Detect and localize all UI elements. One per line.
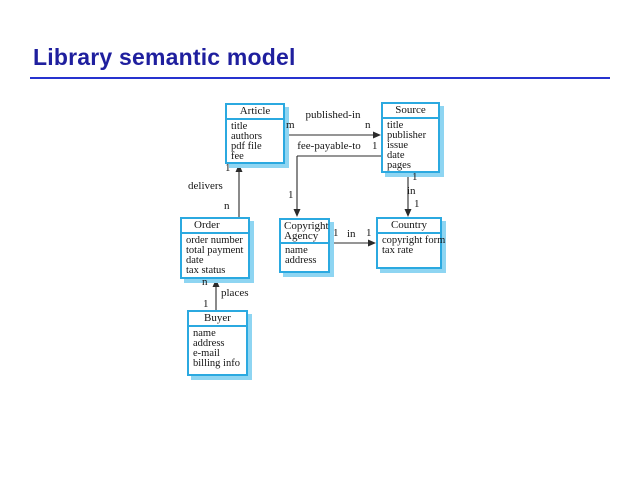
arrowhead-delivers — [235, 164, 243, 172]
title-underline — [30, 77, 610, 79]
entity-box-country: Country copyright form tax rate — [376, 217, 446, 269]
entity-attributes: name address — [281, 244, 328, 266]
entity-attribute: billing info — [193, 358, 240, 369]
cardinality-delivers-order-side: n — [224, 200, 230, 212]
entity-attributes: name address e-mail billing info — [189, 327, 246, 369]
arrowhead-in-agency-country — [368, 239, 376, 247]
relationship-label-in-agency-country: in — [347, 228, 356, 240]
entity-attribute: tax status — [186, 265, 226, 276]
entity-attribute: tax rate — [382, 245, 414, 256]
cardinality-places-order-side: n — [202, 276, 208, 288]
entity-attribute: name — [193, 328, 216, 339]
cardinality-in-agency-side: 1 — [333, 227, 339, 239]
entity-box-order: Order order number total payment date ta… — [180, 217, 250, 279]
cardinality-published-in-article-side: m — [286, 119, 295, 131]
entity-attribute: address — [193, 338, 225, 349]
slide-title: Library semantic model — [33, 44, 296, 70]
entity-attribute: pages — [387, 160, 411, 171]
entity-attribute: date — [387, 150, 405, 161]
entity-header: Article — [227, 105, 283, 120]
entity-box-article: Article title authors pdf file fee — [225, 103, 285, 164]
entity-attribute: issue — [387, 140, 408, 151]
entity-attribute: authors — [231, 131, 262, 142]
entity-attribute: title — [231, 121, 248, 132]
cardinality-fee-payable-to-agency-side: 1 — [288, 189, 294, 201]
entity-box-copyright-agency: Copyright Agency name address — [279, 218, 330, 273]
cardinality-places-buyer-side: 1 — [203, 298, 209, 310]
entity-header: Copyright Agency — [281, 220, 329, 244]
cardinality-in-country-side: 1 — [366, 227, 372, 239]
entity-attributes: title publisher issue date pages — [383, 119, 438, 171]
entity-attribute: copyright form — [382, 235, 446, 246]
relationship-label-published-in: published-in — [305, 109, 361, 121]
entity-attribute: pdf file — [231, 141, 262, 152]
entity-attribute: date — [186, 255, 204, 266]
entity-attribute: publisher — [387, 130, 427, 141]
entity-attributes: title authors pdf file fee — [227, 120, 283, 162]
cardinality-published-in-source-side: n — [365, 119, 371, 131]
entity-header: Buyer — [189, 312, 246, 327]
arrowhead-fee-payable-to — [293, 209, 301, 217]
entity-attribute: title — [387, 120, 404, 131]
entity-attribute: name — [285, 245, 308, 256]
entity-attributes: order number total payment date tax stat… — [182, 234, 248, 276]
relationship-label-fee-payable-to: fee-payable-to — [297, 140, 361, 152]
relationship-label-places: places — [221, 287, 249, 299]
cardinality-in-country-side-2: 1 — [414, 198, 420, 210]
entity-box-buyer: Buyer name address e-mail billing info — [187, 310, 248, 376]
entity-header: Source — [383, 104, 438, 119]
entity-attribute: total payment — [186, 245, 244, 256]
cardinality-delivers-article-side: 1 — [225, 162, 231, 174]
entity-header: Order — [182, 219, 248, 234]
entity-attribute: order number — [186, 235, 243, 246]
relationship-label-in-source-country: in — [407, 185, 416, 197]
entity-attributes: copyright form tax rate — [378, 234, 446, 256]
entity-box-source: Source title publisher issue date pages — [381, 102, 440, 173]
cardinality-fee-payable-to-source-side: 1 — [372, 140, 378, 152]
entity-attribute: e-mail — [193, 348, 220, 359]
entity-header: Country — [378, 219, 440, 234]
cardinality-in-source-side: 1 — [412, 171, 418, 183]
entity-attribute: address — [285, 255, 317, 266]
entity-attribute: fee — [231, 151, 244, 162]
relationship-label-delivers: delivers — [188, 180, 223, 192]
arrowhead-places — [212, 279, 220, 287]
arrowhead-in-source-country — [404, 209, 412, 217]
arrowhead-published-in — [373, 131, 381, 139]
